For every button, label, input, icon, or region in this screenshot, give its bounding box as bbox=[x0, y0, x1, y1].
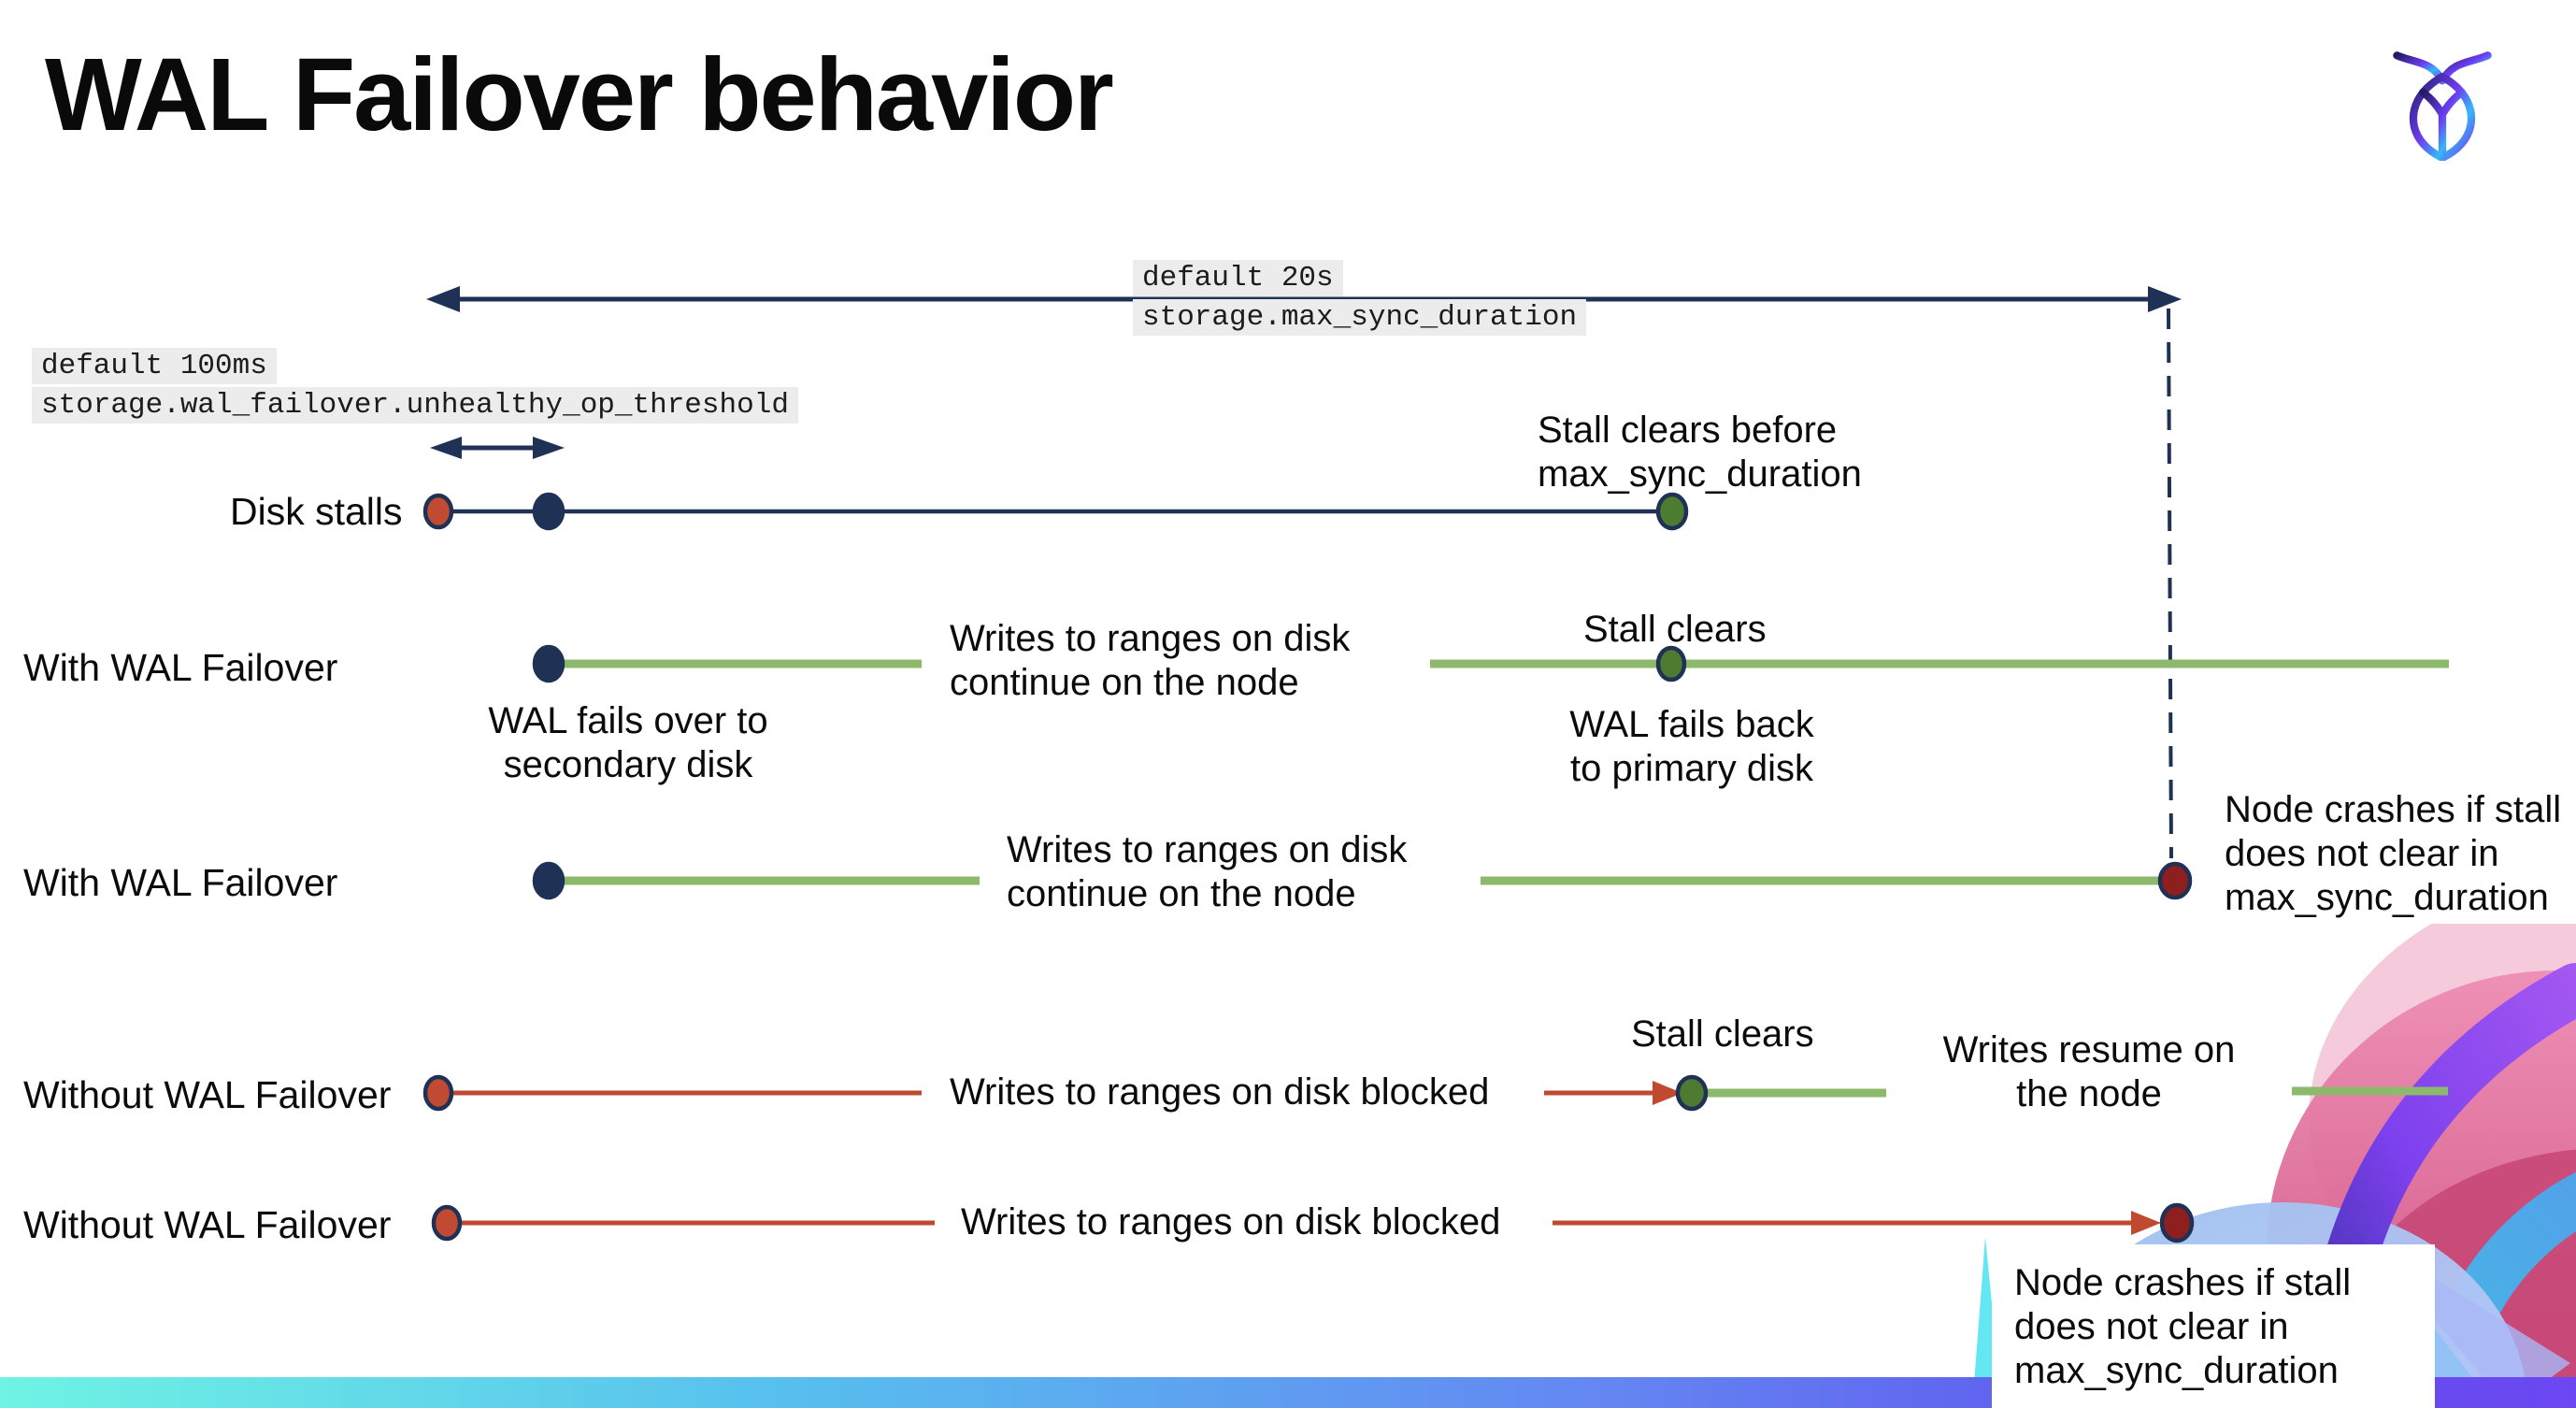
stall-clears-caption-row2: Stall clears bbox=[1583, 609, 1767, 650]
wal1-failover-dot bbox=[532, 644, 565, 683]
nowal1-stall-start-dot bbox=[422, 1074, 454, 1112]
wal1-stall-clears-dot bbox=[1655, 645, 1687, 682]
cockroach-logo-icon bbox=[2393, 51, 2492, 161]
row-label-with-wal-2: With WAL Failover bbox=[23, 861, 338, 904]
wal2-crash-dot bbox=[2157, 861, 2193, 900]
wal-fails-back-caption: WAL fails back to primary disk bbox=[1569, 704, 1814, 789]
threshold-dot bbox=[532, 492, 565, 531]
nowal1-stall-clears-dot bbox=[1675, 1074, 1709, 1112]
row-label-without-wal-2: Without WAL Failover bbox=[23, 1203, 392, 1246]
writes-resume-caption: Writes resume on the node bbox=[1942, 1029, 2236, 1114]
writes-continue-caption-1: Writes to ranges on disk continue on the… bbox=[950, 618, 1351, 703]
stall-clears-before-caption: Stall clears before max_sync_duration bbox=[1538, 409, 1862, 495]
max-sync-setting-name: storage.max_sync_duration bbox=[1133, 299, 1587, 336]
row-label-with-wal-1: With WAL Failover bbox=[23, 646, 338, 689]
stall-clears-dot-row1 bbox=[1655, 492, 1689, 531]
max-sync-duration-label: default 20s storage.max_sync_duration bbox=[1133, 260, 1587, 336]
writes-blocked-caption-1: Writes to ranges on disk blocked bbox=[950, 1071, 1490, 1113]
nowal2-stall-start-dot bbox=[431, 1204, 463, 1242]
unhealthy-op-setting-name: storage.wal_failover.unhealthy_op_thresh… bbox=[32, 387, 798, 424]
disk-stall-start-dot bbox=[422, 493, 454, 530]
wal2-failover-dot bbox=[532, 861, 565, 900]
crash-caption-box: Node crashes if stall does not clear in … bbox=[1992, 1244, 2435, 1408]
wal-fails-over-caption: WAL fails over to secondary disk bbox=[488, 700, 768, 785]
row-label-disk-stalls: Disk stalls bbox=[230, 490, 403, 533]
max-sync-default-value: default 20s bbox=[1133, 260, 1343, 296]
page-title: WAL Failover behavior bbox=[45, 37, 1114, 152]
writes-continue-caption-2: Writes to ranges on disk continue on the… bbox=[1007, 829, 1408, 914]
writes-blocked-caption-2: Writes to ranges on disk blocked bbox=[961, 1201, 1501, 1243]
unhealthy-op-threshold-arrow bbox=[430, 437, 565, 459]
stall-clears-caption-row4: Stall clears bbox=[1631, 1013, 1814, 1055]
row-label-without-wal-1: Without WAL Failover bbox=[23, 1073, 392, 1116]
nowal1-red-arrowhead bbox=[1653, 1081, 1682, 1105]
node-crashes-caption-row3: Node crashes if stall does not clear in … bbox=[2225, 789, 2562, 918]
without-wal-2-crash-caption: Node crashes if stall does not clear in … bbox=[2014, 1262, 2352, 1391]
unhealthy-op-default-value: default 100ms bbox=[32, 348, 277, 384]
unhealthy-op-threshold-label: default 100ms storage.wal_failover.unhea… bbox=[32, 348, 798, 424]
max-sync-deadline-dashed-line bbox=[2167, 308, 2173, 859]
